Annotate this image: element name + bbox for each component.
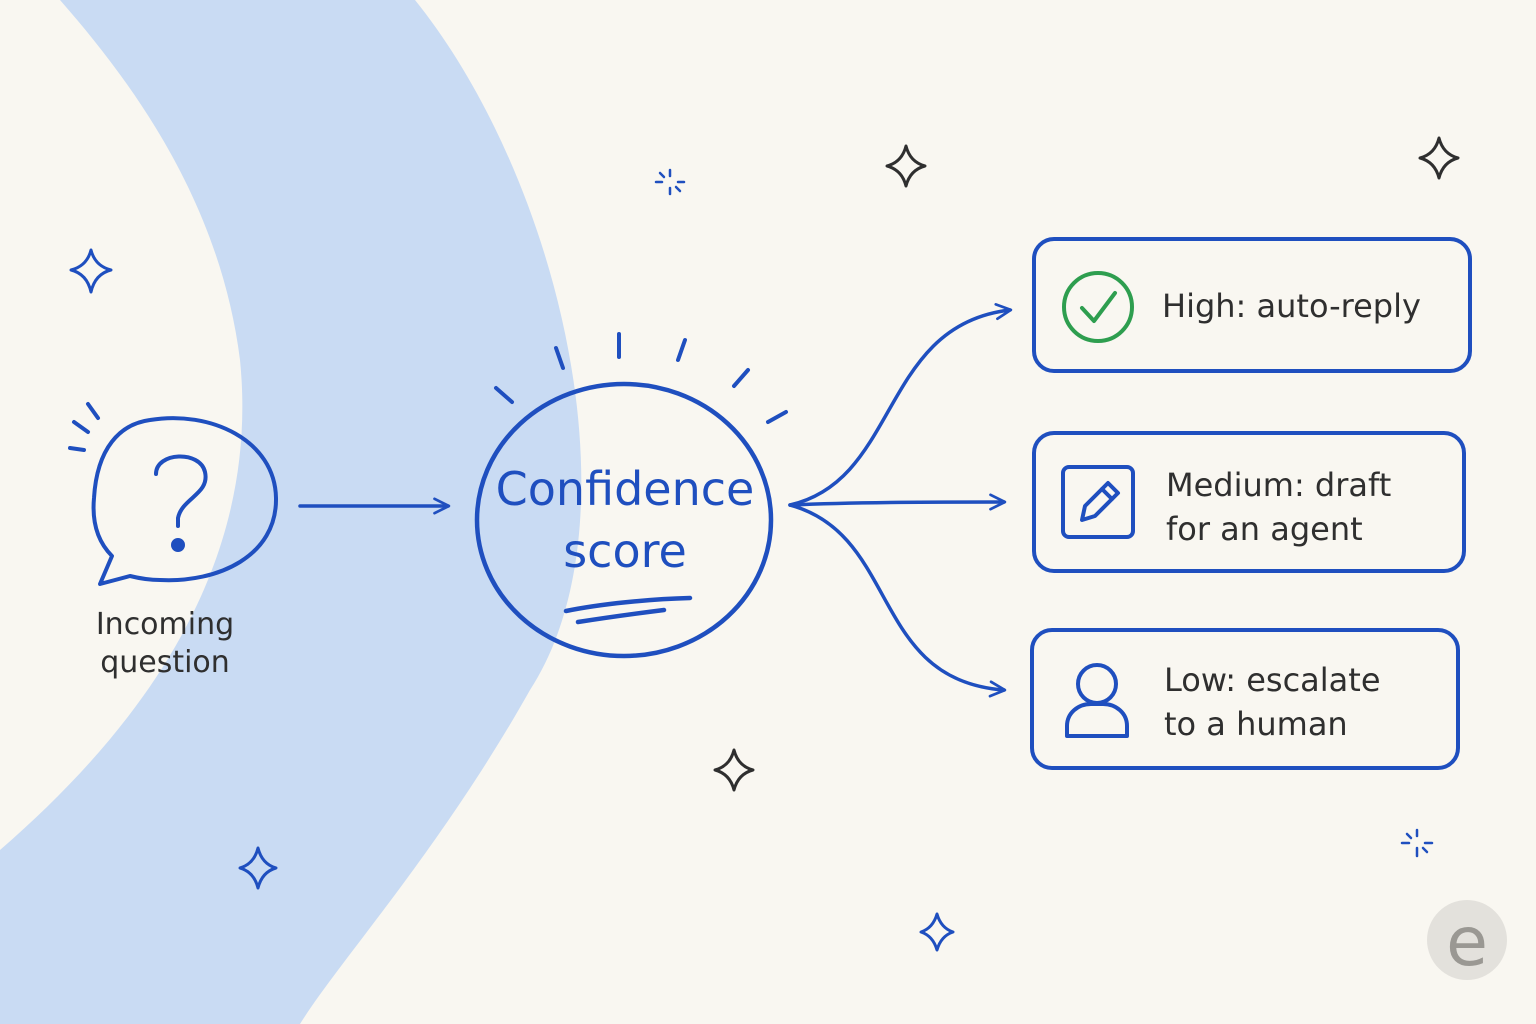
person-icon — [1065, 663, 1129, 738]
sparkle-icon — [713, 748, 755, 792]
logo: e — [1427, 900, 1507, 982]
sparkle-icon — [69, 248, 113, 294]
outcome-card-medium — [1032, 431, 1466, 573]
question-bubble-icon — [68, 402, 279, 586]
score-label: Confidence score — [495, 462, 755, 578]
outcome-label-medium: Medium: draft for an agent — [1166, 466, 1392, 548]
branch-arrow-high — [788, 303, 1013, 507]
branch-arrow-low — [788, 503, 1007, 698]
outcome-label-low: Low: escalate to a human — [1164, 661, 1381, 743]
shine-rays — [494, 332, 788, 424]
sparkle-icon — [919, 912, 955, 952]
logo-letter: e — [1446, 903, 1488, 982]
input-label: Incoming question — [95, 607, 235, 680]
pencil-square-icon — [1061, 465, 1135, 539]
outcome-card-low — [1030, 628, 1460, 770]
check-circle-icon — [1062, 271, 1134, 343]
branch-arrow-medium — [788, 493, 1007, 511]
burst-icon — [654, 168, 686, 196]
sparkle-icon — [1418, 136, 1460, 180]
score-circle — [474, 381, 774, 659]
sparkle-icon — [238, 846, 278, 890]
sparkle-icon — [885, 144, 927, 188]
burst-icon — [1400, 828, 1434, 858]
outcome-card-high — [1032, 237, 1472, 373]
background-arc — [0, 0, 582, 1024]
outcome-label-high: High: auto-reply — [1162, 287, 1421, 325]
